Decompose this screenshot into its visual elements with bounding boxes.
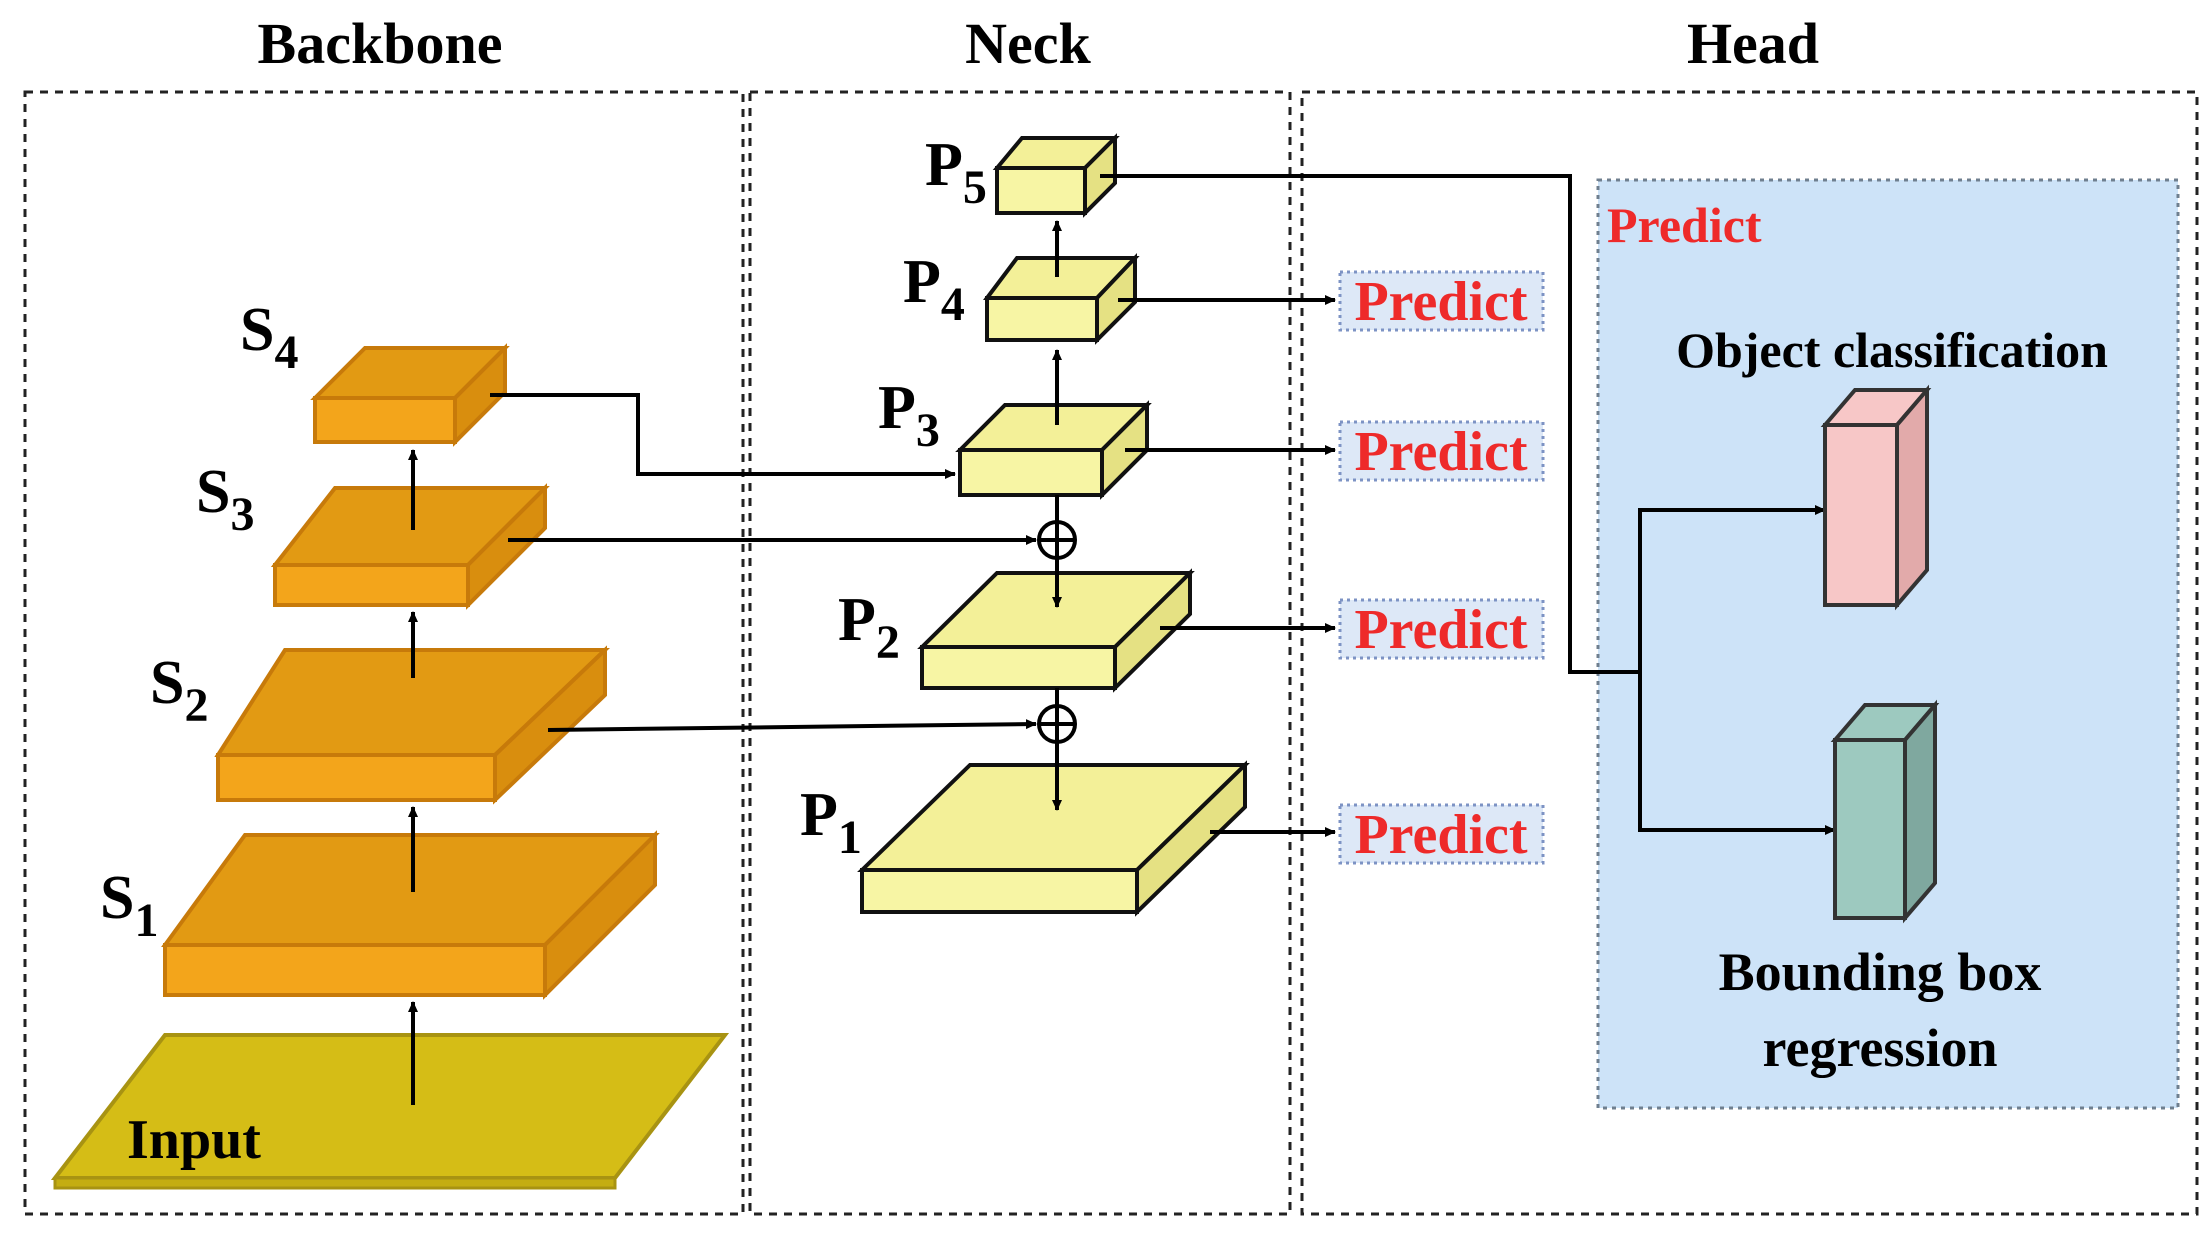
arrow-head-to-regression [1638, 672, 1836, 835]
predict-label-p2: Predict [1354, 599, 1527, 661]
backbone-stage-s2 [214, 645, 610, 805]
neck-title: Neck [965, 11, 1091, 76]
neck-frame [748, 90, 1292, 1216]
p5-label: P5 [925, 131, 987, 214]
p2-side [1113, 568, 1192, 693]
predict-box-p1 [1338, 803, 1545, 865]
p3-label: P3 [878, 374, 940, 457]
arrow-head-to-classification [1638, 505, 1826, 672]
neck-level-p5 [992, 133, 1120, 218]
arrow-s4-to-p3 [490, 393, 956, 479]
p5-front [995, 166, 1087, 215]
p3-front [958, 448, 1104, 497]
regression-label-line1: Bounding box [1719, 942, 2042, 1002]
s2-front [216, 753, 497, 802]
head-title: Head [1687, 11, 1819, 76]
s3-front [273, 563, 470, 607]
head-panel-title: Predict [1607, 197, 1762, 253]
predict-box-p4 [1338, 270, 1545, 332]
head-frame [1300, 90, 2199, 1216]
p1-front [860, 868, 1139, 914]
classification-label: Object classification [1676, 322, 2108, 378]
p4-label: P4 [903, 248, 965, 331]
p1-side [1135, 760, 1247, 917]
s1-side [543, 830, 657, 1000]
neck-level-p1 [857, 760, 1250, 917]
fusion-node-upper [1037, 520, 1077, 560]
p1-label: P1 [800, 781, 862, 864]
input-label: Input [127, 1109, 261, 1171]
connector-p5-to-head [1100, 174, 1640, 674]
predict-label-p1: Predict [1354, 804, 1527, 866]
p4-front [985, 296, 1099, 342]
s4-front [313, 396, 457, 444]
neck-level-p3 [955, 400, 1152, 500]
s1-label: S1 [100, 864, 158, 947]
head-predict-panel [1596, 178, 2180, 1110]
regression-label-line2: regression [1763, 1018, 1998, 1078]
predict-label-p3: Predict [1354, 421, 1527, 483]
arrow-s2-to-fusion-lower [547, 719, 1037, 732]
s2-side [493, 645, 607, 805]
p2-label: P2 [838, 586, 900, 669]
backbone-stage-s3 [270, 483, 550, 610]
backbone-title: Backbone [258, 11, 503, 76]
input-plane-edge [53, 1176, 617, 1190]
backbone-stage-s1 [161, 830, 660, 1000]
neck-level-p4 [983, 252, 1140, 345]
s3-label: S3 [196, 458, 254, 541]
predict-label-p4: Predict [1354, 271, 1527, 333]
s1-front [163, 943, 547, 997]
s4-side [453, 343, 507, 447]
classification-block [1820, 384, 1932, 611]
s2-label: S2 [150, 649, 208, 732]
backbone-frame [23, 90, 745, 1216]
s4-label: S4 [240, 296, 298, 379]
predict-box-p2 [1338, 598, 1545, 660]
s3-side [466, 483, 547, 610]
regression-block [1830, 699, 1940, 924]
backbone-stage-s4 [310, 343, 510, 447]
fusion-node-lower [1037, 704, 1077, 744]
predict-box-p3 [1338, 420, 1545, 482]
neck-level-p2 [917, 568, 1195, 693]
p2-front [920, 645, 1117, 690]
